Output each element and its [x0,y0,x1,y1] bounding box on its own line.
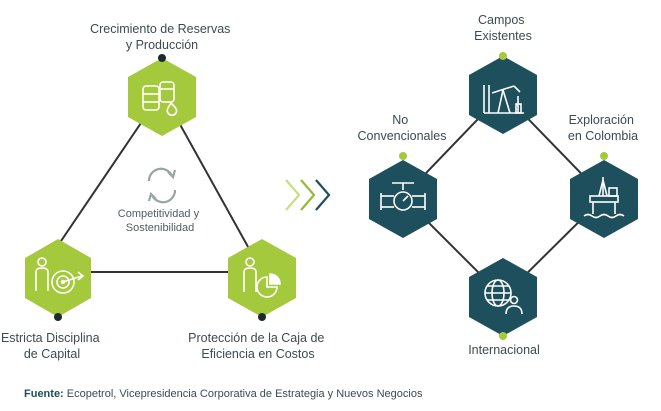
label-competitiveness: Competitividad y Sostenibilidad [118,208,202,234]
pipeline-valve-icon [380,182,426,211]
label-unconventional: No Convencionales [358,113,447,143]
label-exploration-colombia: Exploración en Colombia [568,113,638,143]
hexagon-capital-discipline [25,239,91,321]
chevron-arrows-icon [285,179,331,211]
label-international: Internacional [468,343,540,357]
offshore-rig-icon [583,177,625,219]
hexagon-existing-fields [469,52,537,134]
hexagon-cash-protection [228,239,296,321]
triangle-connectors [39,90,264,273]
label-capital-discipline: Estricta Disciplina de Capital [1,331,103,361]
source-note: Fuente: Ecopetrol, Vicepresidencia Corpo… [24,388,422,400]
person-pie-chart-icon [243,257,281,298]
refresh-cycle-icon [147,167,177,204]
source-label: Fuente: [24,388,64,400]
label-existing-fields: Campos Existentes [474,13,532,43]
hexagon-exploration-colombia [570,152,638,238]
label-reserves: Crecimiento de Reservas y Producción [90,22,234,52]
hexagon-international [469,258,537,340]
oil-barrels-icon [142,81,178,117]
hexagon-reserves-production [128,54,196,136]
source-text: Ecopetrol, Vicepresidencia Corporativa d… [63,388,423,400]
label-cash-protection: Protección de la Caja de Eficiencia en C… [188,331,328,361]
globe-people-icon [484,279,523,315]
person-target-icon [35,257,85,294]
hexagon-unconventional [369,152,437,238]
oil-pumpjack-icon [483,85,524,114]
